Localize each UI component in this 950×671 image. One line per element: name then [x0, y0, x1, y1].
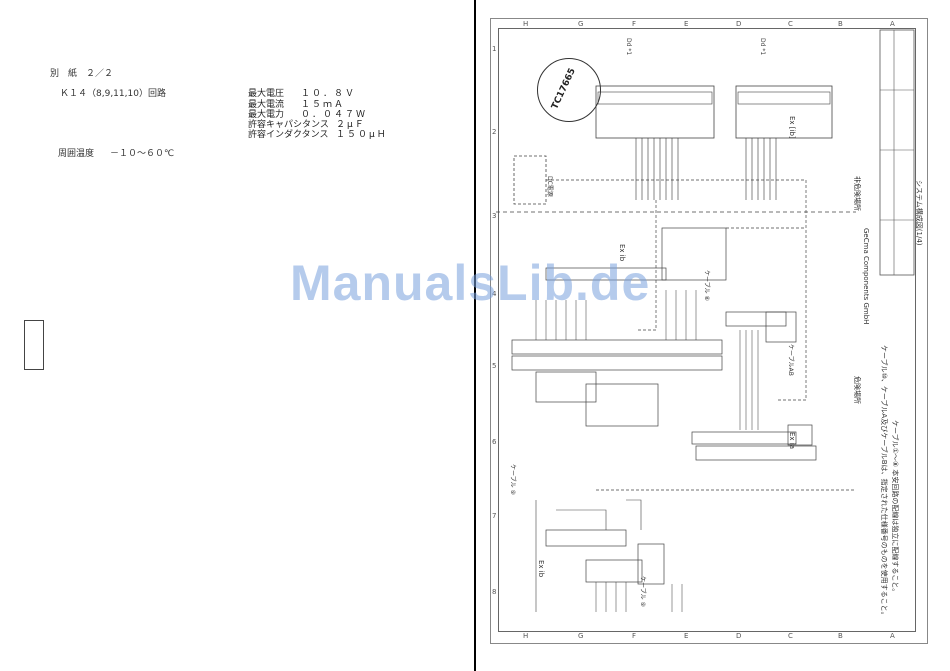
- grid-letter: A: [890, 20, 895, 28]
- grid-letter: E: [684, 20, 689, 28]
- cable-label: ケーブルAB: [787, 344, 794, 376]
- drawing-title: システム構成図(1/4): [915, 180, 923, 246]
- dc-supply-label: DC電源: [546, 176, 553, 197]
- drawing-frame: [498, 28, 916, 632]
- company-label: GeCma Components GmbH: [862, 228, 870, 325]
- drawing-outer-frame: [490, 18, 928, 644]
- seal-stamp: [24, 320, 44, 370]
- circuit-label: Ｋ１４（8,9,11,10）回路: [60, 89, 166, 99]
- spec-label: 最大電流: [248, 100, 285, 110]
- grid-number: 5: [492, 362, 497, 370]
- grid-number: 6: [492, 438, 497, 446]
- note-line: ケーブル⑩、ケーブルA及びケーブルBは、指定された仕様番号のものを使用すること。: [880, 345, 888, 619]
- ex-rating-label: Ex ib: [537, 560, 545, 578]
- grid-letter: F: [632, 20, 637, 28]
- wiring-diagram: [496, 29, 915, 612]
- annex-header: 別 紙 ２／２: [50, 69, 114, 79]
- grid-letter: B: [838, 632, 843, 640]
- grid-number: 3: [492, 212, 497, 220]
- safe-zone-label: 非危険場所: [853, 176, 861, 211]
- spec-label: 最大電圧: [248, 89, 285, 99]
- grid-letter: D: [736, 20, 742, 28]
- grid-letter: G: [578, 632, 584, 640]
- ex-rating-label: Ex [ib]: [788, 116, 796, 139]
- grid-number: 4: [492, 290, 497, 298]
- spec-value: １５０μＨ: [336, 130, 388, 140]
- cable-label: ケーブル ⑧: [703, 270, 710, 301]
- hazard-zone-label: 危険場所: [853, 376, 861, 404]
- grid-letter: B: [838, 20, 843, 28]
- cable-label: ケーブル ⑨: [509, 464, 516, 495]
- grid-letter: H: [523, 632, 529, 640]
- grid-letter: A: [890, 632, 895, 640]
- grid-number: 7: [492, 512, 497, 520]
- ambient-value: －１０～６０℃: [110, 149, 175, 159]
- watermark: ManualsLib.de: [290, 255, 651, 311]
- spec-value: ０．０４７Ｗ: [301, 110, 368, 120]
- note-line: ケーブル①～⑧ 本安回路の配線は独立に配線すること。: [891, 420, 899, 596]
- grid-number: 1: [492, 45, 497, 53]
- spec-value: ２μＦ: [336, 120, 366, 130]
- grid-number: 2: [492, 128, 497, 136]
- grid-letter: G: [578, 20, 584, 28]
- spec-value: １０．８Ｖ: [301, 89, 357, 99]
- ex-rating-label: Ex ia: [788, 432, 796, 450]
- page-divider: [474, 0, 476, 671]
- ambient-label: 周囲温度: [58, 149, 95, 159]
- spec-value: １５ｍＡ: [301, 100, 346, 110]
- spec-label: 許容キャパシタンス: [248, 120, 329, 130]
- approval-stamp: [537, 58, 601, 122]
- spec-label: 許容インダクタンス: [248, 130, 329, 140]
- grid-letter: C: [788, 632, 793, 640]
- grid-letter: F: [632, 632, 637, 640]
- grid-letter: H: [523, 20, 529, 28]
- grid-letter: E: [684, 632, 689, 640]
- grid-letter: D: [736, 632, 742, 640]
- grid-number: 8: [492, 588, 497, 596]
- grid-letter: C: [788, 20, 793, 28]
- spec-label: 最大電力: [248, 110, 285, 120]
- left-page: 別 紙 ２／２ Ｋ１４（8,9,11,10）回路 最大電圧 １０．８Ｖ 最大電流…: [0, 0, 474, 671]
- dd-label: Dd *1: [625, 38, 632, 56]
- dd-label: Dd *1: [759, 38, 766, 56]
- cable-label: ケーブル ⑨: [639, 576, 646, 607]
